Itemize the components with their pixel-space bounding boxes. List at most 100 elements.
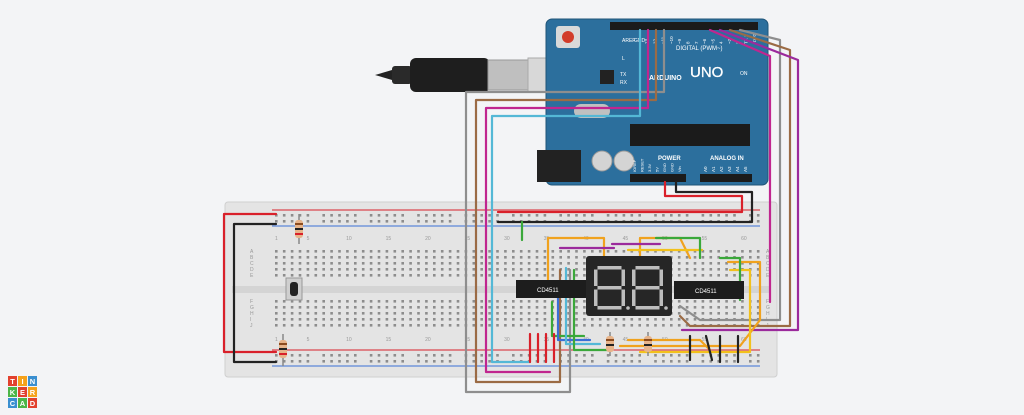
wire-cyan-1[interactable] — [490, 28, 642, 364]
chip-left-label: CD4511 — [537, 288, 559, 294]
column-number-top: 60 — [741, 236, 747, 242]
wire-green-2[interactable] — [654, 236, 702, 260]
column-number-top: 1 — [275, 236, 278, 242]
power-pin-label: RESET — [640, 158, 645, 172]
wire-brown-1[interactable] — [474, 28, 658, 384]
row-letter-right: H — [766, 311, 770, 317]
logo-letter: T — [10, 377, 15, 386]
usb-plug-metal — [487, 59, 531, 91]
logo-letter: N — [30, 377, 35, 386]
column-number-top: 20 — [425, 236, 431, 242]
digital-pin-label: 7 — [694, 41, 699, 44]
row-letter-left: H — [250, 311, 254, 317]
analog-pin-label: A3 — [727, 166, 732, 172]
capacitor-2 — [613, 150, 635, 172]
segment — [594, 269, 598, 286]
column-number-bottom: 1 — [275, 337, 278, 343]
wire-purple-2[interactable] — [680, 28, 800, 332]
wire-gray-2[interactable] — [678, 28, 782, 322]
resistor-1[interactable] — [295, 214, 303, 244]
analog-pin-label: A4 — [735, 166, 740, 172]
analog-pin-label: A2 — [719, 166, 724, 172]
row-letter-left: D — [250, 267, 254, 273]
wire-black-left-ground[interactable] — [232, 222, 278, 364]
logo-letter: E — [20, 388, 25, 397]
column-number-bottom: 15 — [386, 337, 392, 343]
digital-pin-label: ~9 — [677, 38, 682, 44]
wire-red-bottom[interactable] — [528, 332, 556, 364]
column-number-bottom: 55 — [702, 337, 708, 343]
atmega-chip — [630, 124, 750, 146]
row-letter-right: E — [766, 273, 770, 279]
chip-cd4511-left[interactable]: CD4511 — [516, 280, 586, 298]
arduino-uno-board[interactable]: AREF GND DIGITAL (PWM~) ARDUINO UNO POWE… — [537, 18, 769, 186]
analog-pin-label: A1 — [711, 166, 716, 172]
logo-tile — [28, 398, 37, 408]
usb-chip — [600, 70, 614, 84]
wire-red-left-power[interactable] — [222, 212, 278, 354]
column-number-top: 35 — [544, 236, 550, 242]
digital-pin-label: ~3 — [727, 38, 732, 44]
wire-orange-4[interactable] — [618, 260, 762, 348]
led-label-l: L — [622, 56, 625, 62]
column-number-top: 25 — [465, 236, 471, 242]
row-letter-left: F — [250, 299, 253, 305]
digital-header — [610, 22, 758, 30]
segment — [597, 286, 622, 290]
row-letter-left: I — [250, 317, 251, 323]
resistor-2[interactable] — [279, 334, 287, 366]
wire-blue-1[interactable] — [556, 294, 592, 342]
power-jack — [537, 150, 581, 182]
aref-label: AREF — [622, 38, 635, 44]
column-number-bottom: 45 — [623, 337, 629, 343]
segment — [597, 306, 622, 310]
wire-magenta-1[interactable] — [484, 28, 650, 374]
wire-black-gnd[interactable] — [496, 180, 754, 224]
segment — [659, 269, 663, 286]
chip-cd4511-right[interactable]: CD4511 — [674, 281, 744, 299]
wire-magenta-2[interactable] — [708, 28, 772, 304]
logo-tile — [28, 376, 37, 386]
row-letter-left: A — [250, 249, 254, 255]
wire-brown-2[interactable] — [678, 28, 792, 328]
segment — [635, 286, 660, 290]
resistor-3[interactable] — [606, 332, 614, 356]
column-number-bottom: 30 — [504, 337, 510, 343]
power-pin-label: GND — [670, 163, 675, 172]
row-letter-right: F — [766, 299, 769, 305]
logo-letter: A — [20, 399, 26, 408]
logo-letter: D — [30, 399, 36, 408]
wire-red-5v[interactable] — [496, 180, 744, 214]
capacitor-1 — [591, 150, 613, 172]
logo-letter: R — [30, 388, 36, 397]
led-label-rx: RX — [620, 80, 628, 86]
logo-letter: I — [21, 377, 23, 386]
push-button[interactable] — [285, 277, 303, 301]
column-number-top: 55 — [702, 236, 708, 242]
logo-tile — [18, 387, 27, 397]
wires — [222, 28, 800, 394]
row-letter-left: G — [250, 305, 254, 311]
usb-plug-body — [410, 58, 490, 92]
row-letter-right: B — [766, 255, 770, 261]
row-letter-right: C — [766, 261, 770, 267]
wire-gray-1[interactable] — [464, 28, 666, 394]
analog-header — [700, 174, 752, 182]
usb-strain-relief — [392, 66, 412, 84]
seven-segment-display[interactable] — [586, 256, 672, 316]
digital-pin-label: 4 — [719, 41, 724, 44]
wire-black-grounds-right[interactable] — [688, 334, 740, 364]
column-number-bottom: 20 — [425, 337, 431, 343]
resistor-4[interactable] — [644, 332, 652, 356]
decimal-point — [626, 306, 630, 310]
segment — [621, 269, 625, 286]
digital-pin-label: 13 — [644, 38, 649, 44]
logo-tile — [8, 376, 17, 386]
resistors[interactable] — [279, 214, 652, 366]
digital-pin-label: ~5 — [710, 38, 715, 44]
decimal-point — [664, 306, 668, 310]
logo-tile — [8, 387, 17, 397]
